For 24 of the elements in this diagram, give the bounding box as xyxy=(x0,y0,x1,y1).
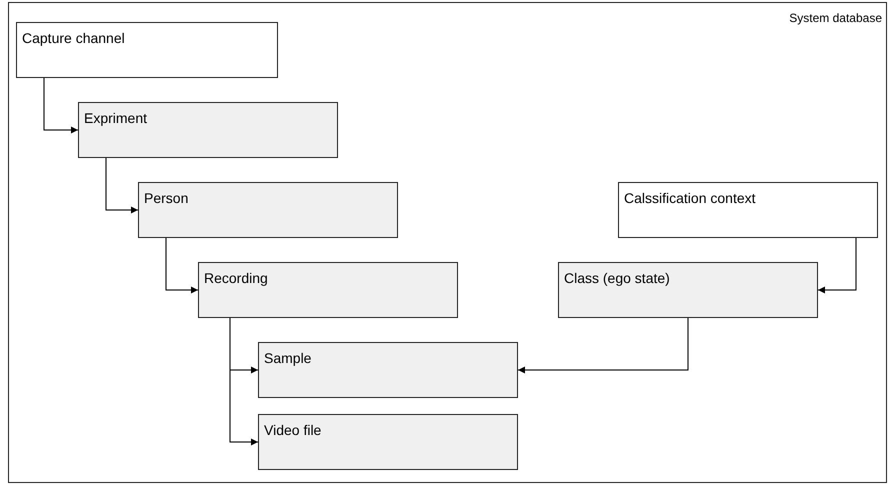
entity-box xyxy=(78,102,338,158)
connector-arrow xyxy=(818,238,856,294)
entity-box xyxy=(16,22,278,78)
entity-name: Capture channel xyxy=(22,30,125,46)
entity-box xyxy=(198,262,458,318)
connector-arrow xyxy=(230,318,258,446)
container-title: System database xyxy=(789,11,882,25)
entity-box xyxy=(618,182,878,238)
entity-box xyxy=(138,182,398,238)
entity-box xyxy=(558,262,818,318)
entity-name: Calssification context xyxy=(624,190,756,206)
entity-box xyxy=(258,414,518,470)
entity-name: Sample xyxy=(264,350,312,366)
entity-name: Video file xyxy=(264,422,322,438)
connector-arrow xyxy=(44,78,78,134)
entity-name: Person xyxy=(144,190,188,206)
connector-arrow xyxy=(106,158,138,214)
container-frame xyxy=(8,2,887,483)
connector-arrow xyxy=(518,318,688,374)
entity-name: Recording xyxy=(204,270,268,286)
entity-name: Class (ego state) xyxy=(564,270,670,286)
entity-box xyxy=(258,342,518,398)
connector-arrow xyxy=(166,238,198,294)
entity-name: Expriment xyxy=(84,110,148,126)
